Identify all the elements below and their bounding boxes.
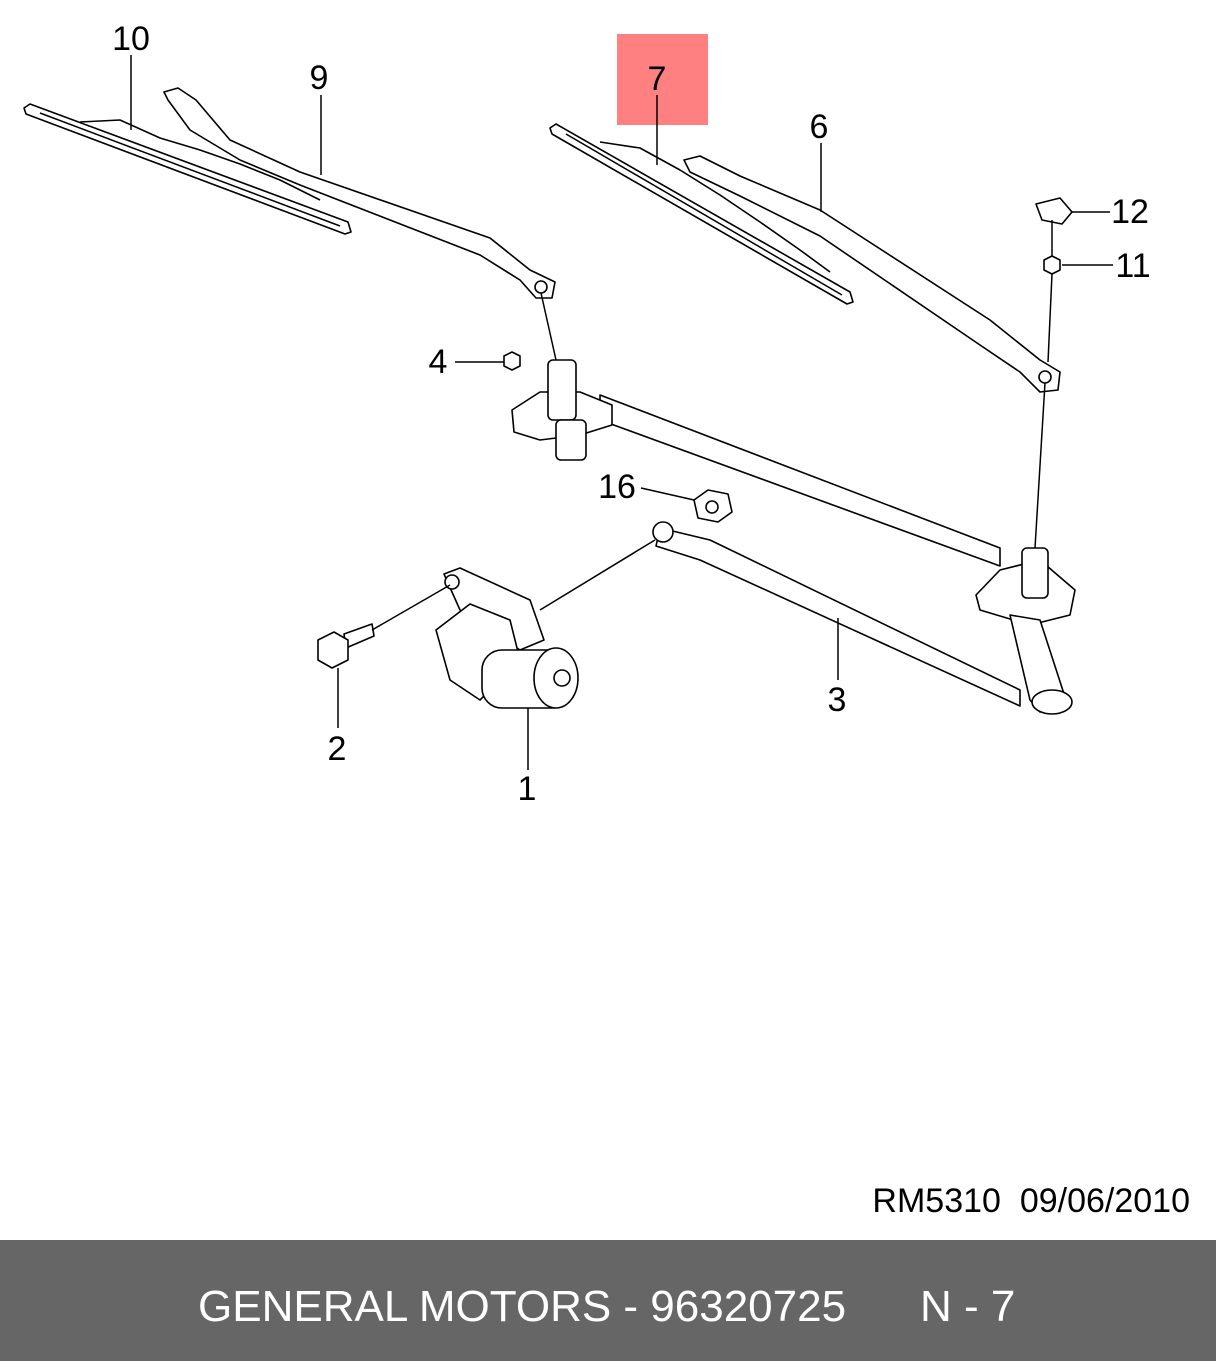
callout-6[interactable]: 6 [810,108,829,146]
callout-1[interactable]: 1 [518,770,537,808]
part-12-cap[interactable] [1035,197,1073,225]
callout-labels: 10 9 7 6 12 11 4 16 3 2 1 [112,20,1151,808]
wiper-assembly-diagram: 10 9 7 6 12 11 4 16 3 2 1 [23,20,1151,808]
callout-7[interactable]: 7 [648,60,667,98]
callout-9[interactable]: 9 [310,59,329,97]
callout-4[interactable]: 4 [429,343,448,381]
callout-10[interactable]: 10 [112,20,150,58]
part-3-linkage-frame[interactable] [511,359,1076,715]
footer-bar: GENERAL MOTORS - 96320725 N - 7 [0,1240,1216,1361]
part-6-right-wiper-arm[interactable] [683,155,1061,393]
leader-lines [130,55,1113,770]
callout-2[interactable]: 2 [328,730,347,768]
callout-16[interactable]: 16 [598,468,636,506]
part-10-left-wiper-blade[interactable] [23,103,352,235]
highlight-box-7 [617,34,708,125]
manufacturer-part-number: GENERAL MOTORS - 96320725 [198,1282,847,1331]
position-code: N - 7 [920,1282,1016,1331]
part-1-wiper-motor[interactable] [435,567,579,709]
part-2-bolt[interactable] [317,623,375,669]
diagram-reference: RM5310 09/06/2010 [872,1182,1190,1220]
part-11-nut[interactable] [1043,255,1061,275]
part-16-nut[interactable] [693,489,733,523]
part-9-left-wiper-arm[interactable] [163,87,556,299]
callout-12[interactable]: 12 [1111,193,1149,231]
callout-11[interactable]: 11 [1115,247,1150,285]
callout-3[interactable]: 3 [828,681,847,719]
part-7-right-wiper-blade[interactable] [549,123,854,305]
part-4-nut[interactable] [503,351,521,371]
